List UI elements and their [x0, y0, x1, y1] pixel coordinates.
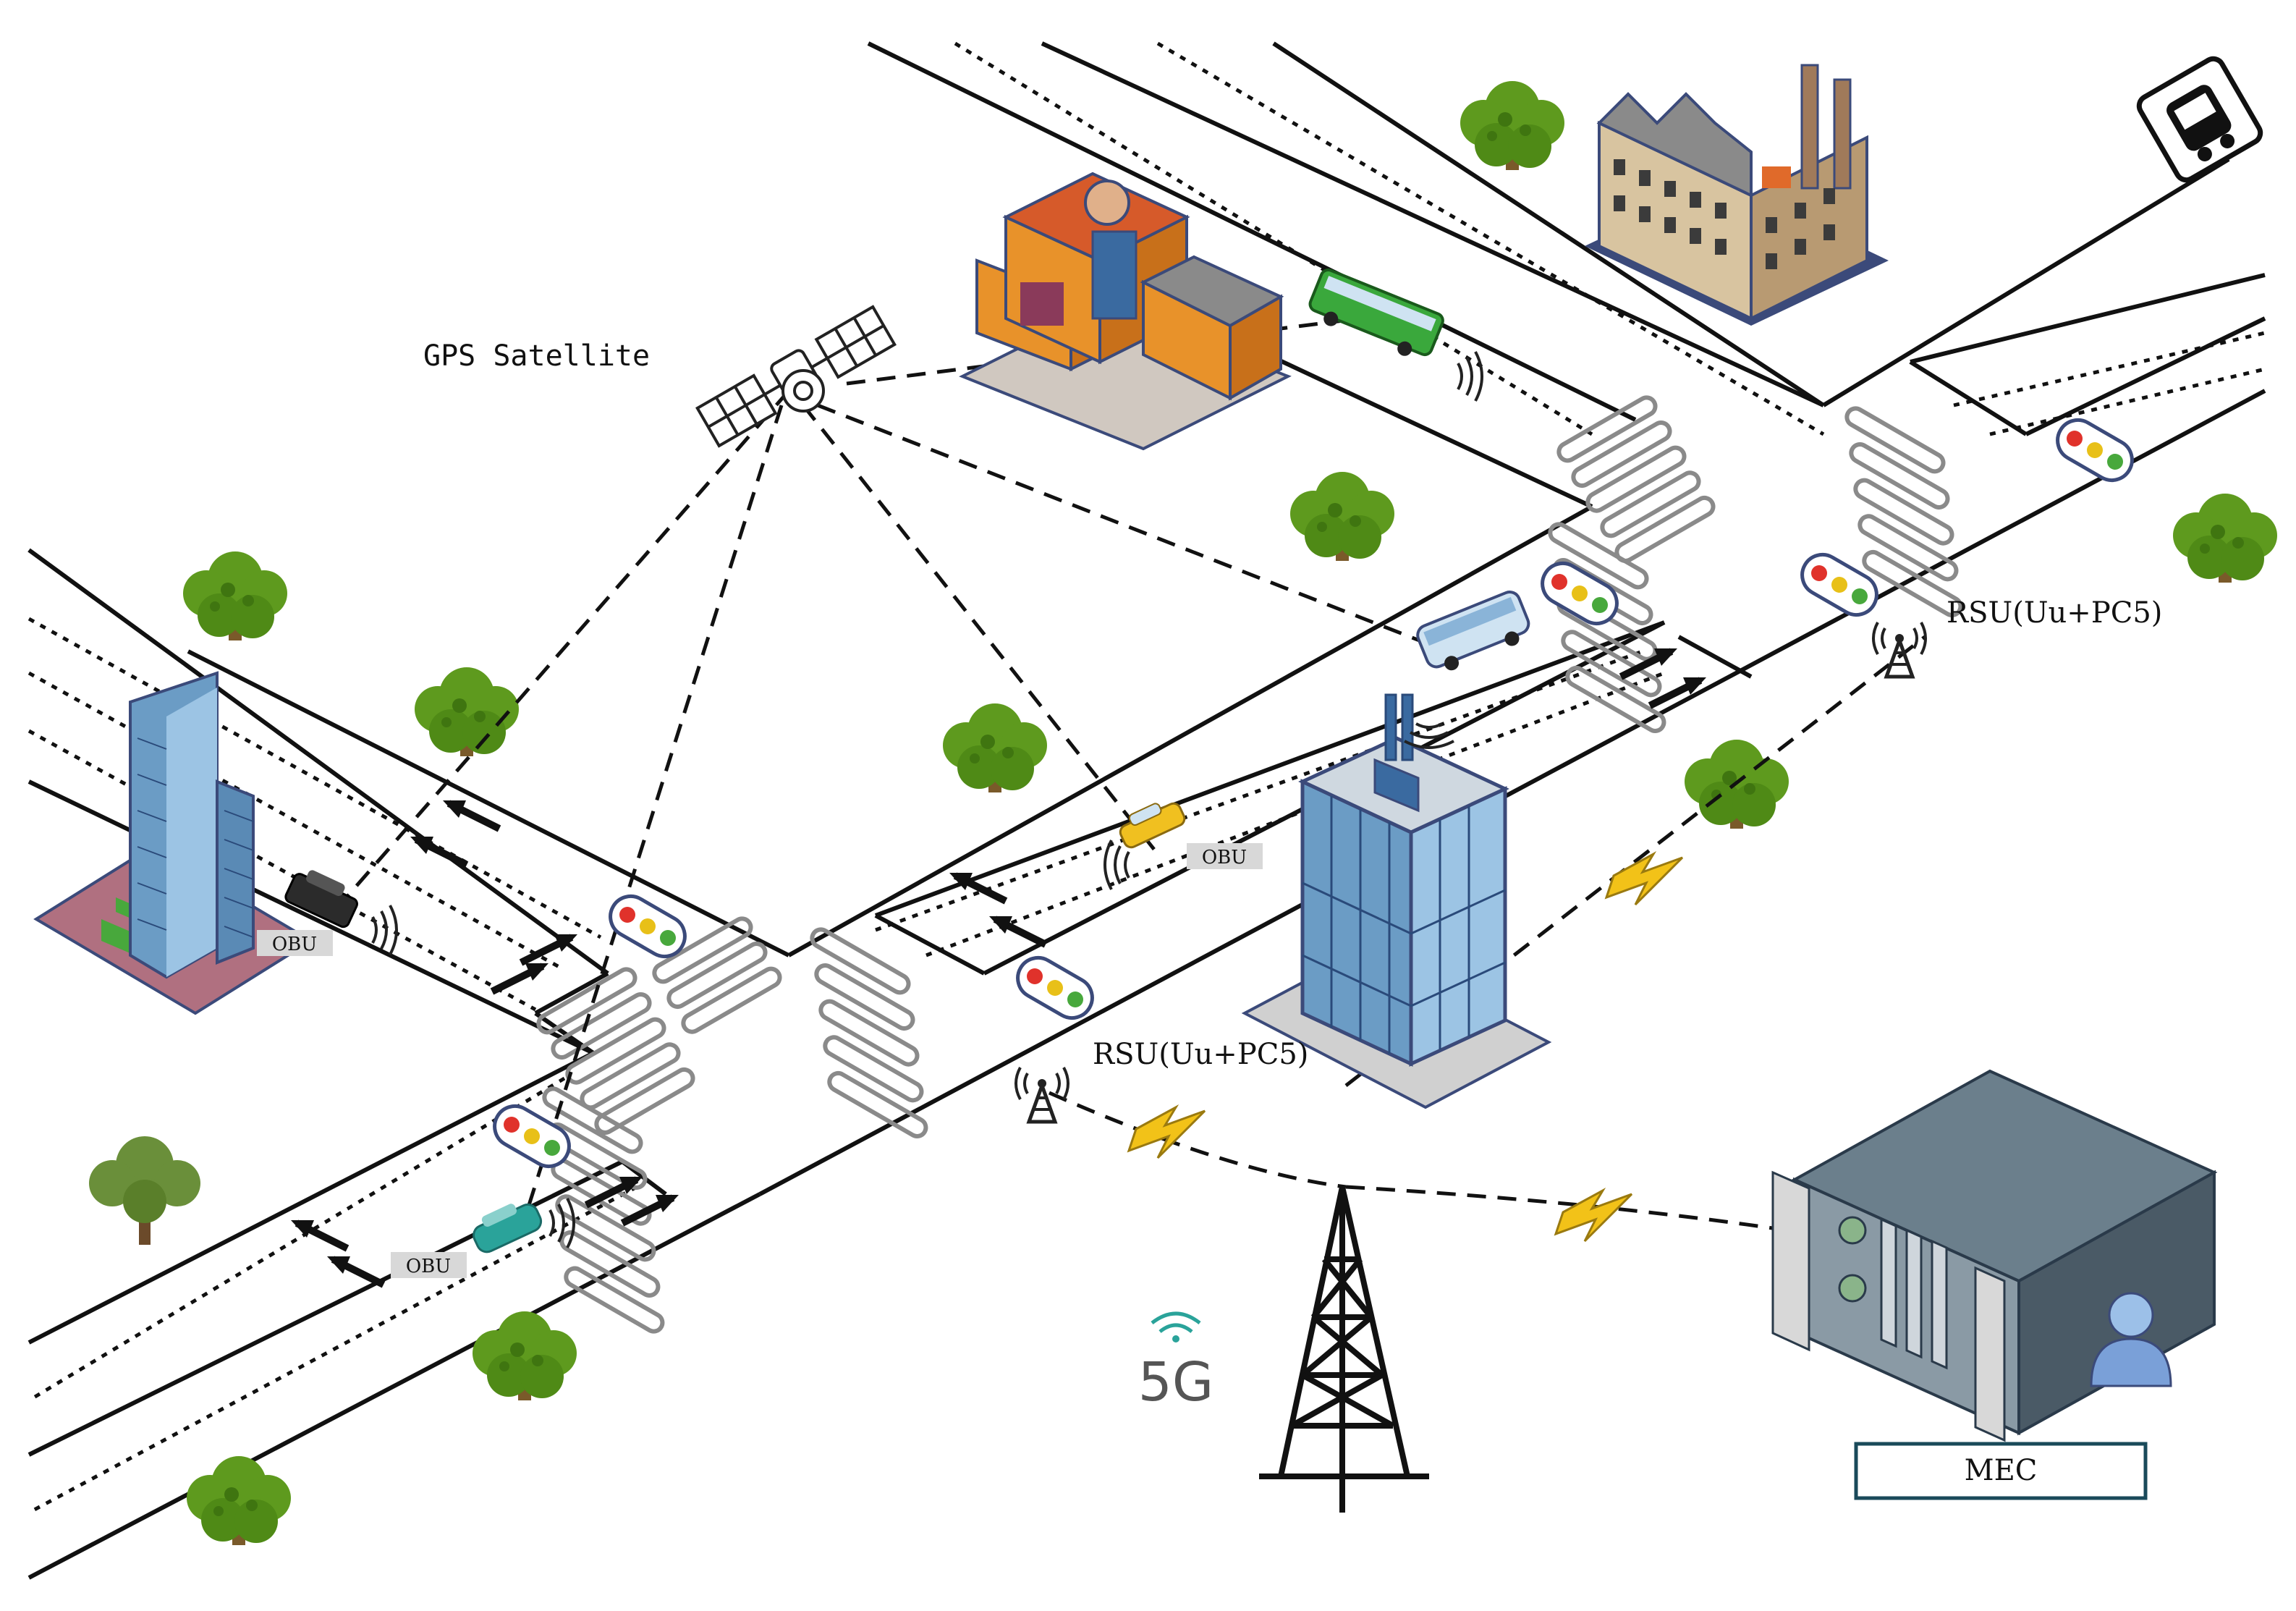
tree-icon [943, 703, 1047, 792]
bus-stop-sign-icon[interactable] [2135, 55, 2264, 184]
tree-icon [473, 1311, 577, 1400]
tree-icon [415, 667, 519, 756]
obu-tag [257, 930, 333, 956]
cell-tower-icon [1259, 1186, 1429, 1513]
skyscraper-icon [33, 671, 314, 1015]
crosswalks [536, 395, 1963, 1334]
mall-icon [959, 172, 1292, 451]
green-bus [1308, 268, 1444, 357]
tree-icon [2173, 494, 2277, 583]
lane-arrow-icon [521, 934, 577, 963]
traffic-light-icon [2050, 413, 2139, 487]
rsu-center-label: RSU(Uu+PC5) [1093, 1038, 1308, 1071]
lane-arrow-icon [327, 1256, 384, 1285]
lane-arrow-icon [492, 963, 548, 991]
white-bus [1416, 591, 1530, 671]
rsu-right-label: RSU(Uu+PC5) [1946, 596, 2162, 630]
traffic-light-icon [1795, 547, 1884, 622]
tree-icon [1290, 472, 1394, 561]
tree-icon [183, 551, 287, 640]
lane-arrow-icon [410, 837, 467, 865]
mec-box [1854, 1442, 2148, 1500]
five-g-label: 5G [1138, 1351, 1213, 1413]
black-car [284, 870, 358, 929]
mec-label: MEC [1965, 1454, 2038, 1487]
obu-bottom-label: OBU [406, 1256, 451, 1277]
tree-icon [187, 1456, 291, 1545]
traffic-light-icon [1010, 950, 1099, 1025]
lightning-icon [1554, 1189, 1633, 1243]
lightning-icon [1605, 853, 1684, 906]
antenna-icon [1016, 1067, 1068, 1122]
lane-arrow-icon [291, 1220, 347, 1248]
obu-left-label: OBU [272, 934, 317, 955]
factory-icon [1585, 64, 1889, 326]
traffic-light-icon [487, 1099, 576, 1173]
trees [89, 81, 2277, 1545]
obu-tag [1187, 843, 1263, 869]
five-g-logo: 5G [1138, 1311, 1213, 1413]
tree-icon [1460, 81, 1564, 170]
wireless-signal-icon [1103, 839, 1130, 891]
obu-tag [391, 1252, 467, 1278]
gps-satellite-label: GPS Satellite [423, 339, 650, 373]
tree-icon [89, 1136, 200, 1245]
teal-car [473, 1203, 543, 1253]
satellite-icon [695, 305, 897, 448]
yellow-car [1119, 802, 1186, 849]
obu-center-label: OBU [1202, 847, 1247, 868]
user-icon [2090, 1292, 2172, 1387]
lane-arrow-icon [989, 916, 1046, 944]
office-tower-icon [1241, 693, 1552, 1109]
